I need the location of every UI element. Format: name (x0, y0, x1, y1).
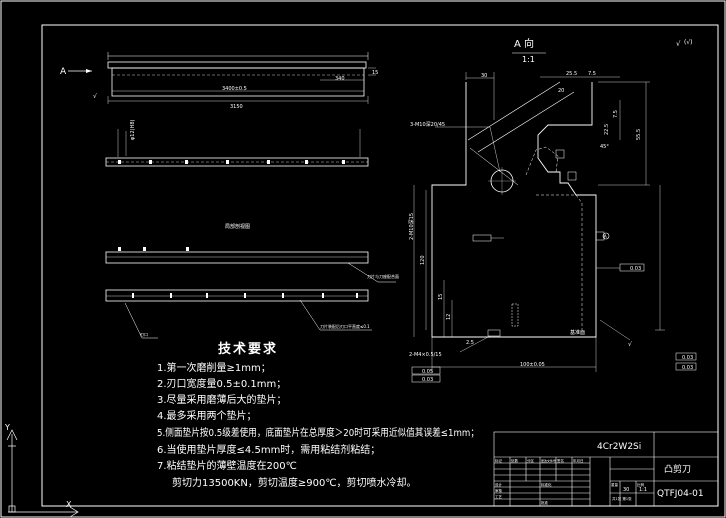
detail-bottom-width: 100±0.05 (520, 362, 545, 368)
detail-dim-right-total: 55.5 (636, 129, 642, 140)
title-block (493, 431, 719, 507)
tol-right: 0.03 (630, 266, 641, 272)
requirement-item: 1.第一次磨削量≥1mm； (157, 361, 271, 374)
tol-b: 0.03 (422, 377, 433, 383)
detail-left-hole: 2-M10深15 (408, 213, 415, 240)
ucs-y-label: Y (4, 423, 10, 432)
tol-a: 0.05 (422, 369, 433, 375)
detail-bottom-a: 2.5 (466, 340, 474, 346)
dim-right-segment: 340 (335, 76, 345, 82)
view-arrow-label: A (60, 67, 67, 77)
ucs-icon (6, 429, 79, 518)
leader-note-1: 刀片与刀座配合面 (367, 273, 399, 279)
title-block-text: 4Cr2W2Si 凸剪刀 QTFJ04-01 标记 处数 分区 更改文件号 签名… (495, 442, 704, 505)
requirement-item: 2.刃口宽度量0.5±0.1mm； (157, 377, 286, 390)
svg-text:√: √ (628, 341, 632, 348)
tb-cell: 批准 (541, 500, 549, 505)
view-label: A 向 (514, 37, 534, 50)
tb-cell: 标准化 (541, 482, 552, 487)
tb-cell: 审核 (495, 488, 503, 493)
detail-hole-note: 3-M10深20/45 (410, 121, 445, 128)
section-bars: 局部剖视图 刀片与刀座配合面 刃口 刀片装配后刃口平直度≤0.1 (105, 223, 399, 339)
requirement-item: 5.侧面垫片按0.5级差使用，底面垫片在总厚度＞20时可采用近似值其误差≤1mm… (157, 426, 479, 439)
requirement-item: 7.粘结垫片的薄壁温度在200℃ (157, 459, 297, 472)
detail-height-b: 12 (446, 314, 452, 320)
requirement-item: 6.当使用垫片厚度≤4.5mm时，需用粘结剂粘结； (157, 443, 380, 456)
ucs-x-label: X (66, 500, 72, 509)
requirement-item: 剪切力13500KN，剪切温度≥900℃，剪切喷水冷却。 (172, 476, 417, 489)
view-scale: 1:1 (522, 55, 535, 64)
side-bar-view: φ12(H8) (105, 119, 369, 167)
leader-note-3: 刃口 (140, 332, 148, 337)
sheet-count: 共1张 第1张 (612, 496, 632, 501)
surface-mark-left: √ (93, 93, 97, 100)
detail-dim-angle: 45° (600, 144, 609, 150)
dim-overall-inner: 3400±0.5 (222, 86, 247, 92)
tb-cell: 设计 (495, 482, 503, 487)
dim-side: φ12(H8) (130, 119, 136, 140)
svg-text:(√): (√) (684, 39, 693, 46)
tb-cell: 工艺 (495, 494, 503, 499)
dim-right-height: 15 (372, 70, 378, 76)
detail-dim-right-b: 22.5 (604, 124, 610, 135)
scale-value: 1:1 (639, 487, 647, 493)
material: 4Cr2W2Si (597, 442, 641, 452)
tb-cell: 标记 (495, 458, 503, 463)
requirement-item: 3.尽量采用磨薄后大的垫片； (157, 393, 287, 406)
detail-dim-top-a: 25.5 (566, 71, 577, 77)
detail-view: A 向 1:1 √ (√) A 30 (408, 37, 697, 383)
detail-bottom-hole: 2-M4×0.5/15 (409, 352, 442, 358)
section-note: 局部剖视图 (225, 223, 250, 230)
leader-note-2: 刀片装配后刃口平直度≤0.1 (320, 323, 370, 329)
detail-height-a: 15 (438, 294, 444, 300)
datum-callout: A (604, 234, 607, 239)
detail-dim-top-c: 20 (558, 88, 564, 94)
tol-c: 0.03 (682, 355, 693, 361)
drawing-number: QTFJ04-01 (657, 489, 704, 499)
weight-value: 30 (623, 487, 629, 493)
dim-overall: 3150 (230, 104, 243, 110)
top-right-mark: √ (676, 40, 681, 48)
detail-surface-label: 基准面 (570, 329, 585, 336)
tol-d: 0.03 (682, 365, 693, 371)
technical-requirements: 技术要求 1.第一次磨削量≥1mm； 2.刃口宽度量0.5±0.1mm； 3.尽… (157, 341, 479, 489)
weight-label: 重量 (611, 482, 619, 487)
detail-dim-top-b: 7.5 (588, 71, 596, 77)
top-view: A 3400±0.5 3150 340 15 √ (60, 52, 378, 110)
tb-cell: 分区 (527, 458, 535, 463)
detail-dim-top-left: 30 (481, 73, 487, 79)
drawing-frame (41, 24, 719, 507)
detail-height-total: 120 (420, 255, 426, 265)
tb-cell: 处数 (511, 458, 519, 463)
tb-cell: 年月日 (573, 458, 584, 463)
part-name: 凸剪刀 (664, 463, 691, 475)
requirement-item: 4.最多采用两个垫片； (157, 409, 257, 422)
scale-label: 比例 (637, 482, 645, 487)
tb-cell: 签名 (557, 458, 564, 463)
detail-dim-right-a: 7.5 (613, 110, 619, 118)
tb-cell: 更改文件号 (541, 458, 556, 463)
requirements-title: 技术要求 (218, 341, 278, 357)
